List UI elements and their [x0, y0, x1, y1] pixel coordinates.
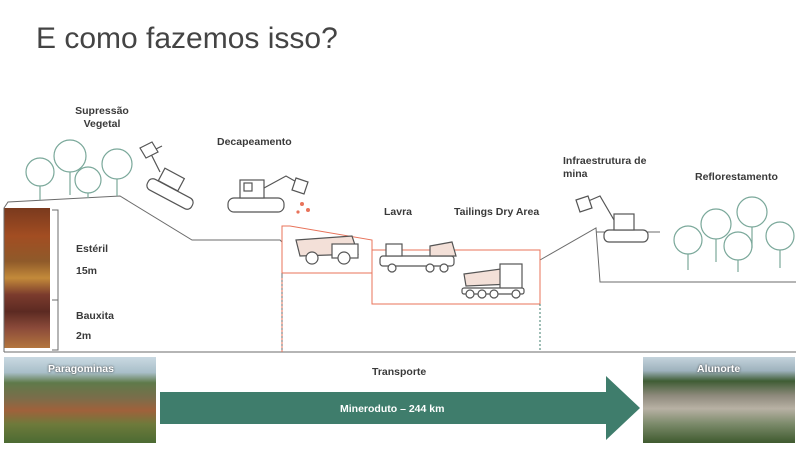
- alunorte-photo: Alunorte: [643, 357, 795, 443]
- esteril-label: Estéril: [76, 243, 109, 255]
- stage-supressao-label: Supressão Vegetal: [75, 105, 129, 130]
- bauxita-depth: 2m: [76, 330, 92, 342]
- terrain-right: [539, 227, 796, 283]
- transport-arrow: [160, 376, 640, 440]
- soil-profile-image: [4, 208, 50, 348]
- stage-decapeamento-label: Decapeamento: [217, 136, 292, 148]
- haul-truck-icon: [379, 241, 457, 273]
- excavator-icon: [575, 195, 649, 243]
- bulldozer-icon: [227, 175, 309, 213]
- excavator-icon: [139, 141, 194, 210]
- tree-icon: [25, 139, 133, 200]
- dump-truck-icon: [295, 235, 359, 265]
- transport-label: Transporte: [372, 366, 427, 378]
- stage-tailings-label: Tailings Dry Area: [454, 206, 540, 218]
- slide-title: E como fazemos isso?: [36, 22, 338, 55]
- pipeline-label: Mineroduto – 244 km: [340, 403, 445, 415]
- depth-bracket: [52, 209, 59, 351]
- stage-infraestrutura-label: Infraestrutura de mina: [563, 155, 647, 180]
- bauxita-label: Bauxita: [76, 310, 114, 322]
- terrain-outline: [3, 195, 283, 352]
- esteril-depth: 15m: [76, 265, 98, 277]
- tree-icon: [673, 196, 795, 272]
- paragominas-photo: Paragominas: [4, 357, 156, 443]
- stage-lavra-label: Lavra: [384, 206, 413, 218]
- alunorte-label: Alunorte: [697, 363, 741, 375]
- stage-reflorestamento-label: Reflorestamento: [695, 171, 778, 183]
- haul-truck-icon: [461, 263, 525, 299]
- paragominas-label: Paragominas: [48, 363, 114, 375]
